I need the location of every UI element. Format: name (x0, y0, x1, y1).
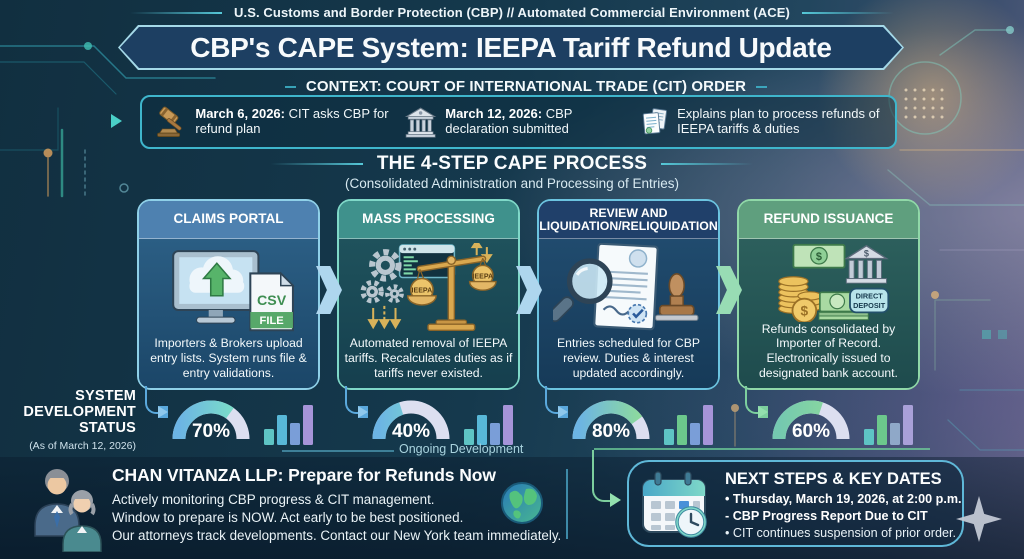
next-steps-line-2: - CBP Progress Report Due to CIT (725, 509, 928, 523)
context-item-text: Explains plan to process refunds of IEEP… (677, 106, 880, 136)
sparkle-icon (956, 496, 1002, 542)
connector-arrowhead (358, 406, 368, 418)
firm-line-1: Actively monitoring CBP progress & CIT m… (112, 492, 435, 507)
connector-arrowhead (158, 406, 168, 418)
svg-text:IEEPA: IEEPA (472, 273, 493, 281)
firm-heading: CHAN VITANZA LLP: Prepare for Refunds No… (112, 465, 496, 485)
step-card-refund-issuance: REFUND ISSUANCE $ $ (737, 199, 920, 390)
svg-text:70%: 70% (192, 421, 230, 442)
connector-elbow (345, 386, 361, 414)
divider-line (130, 11, 223, 14)
page-title: CBP's CAPE System: IEEPA Tariff Refund U… (190, 31, 832, 63)
documents-icon (642, 108, 667, 135)
svg-text:CSV: CSV (257, 293, 287, 309)
calendar-clock-icon (642, 471, 707, 538)
next-steps-box: NEXT STEPS & KEY DATES • Thursday, March… (627, 460, 964, 547)
courthouse-icon (404, 107, 437, 138)
firm-line-2: Window to prepare is NOW. Act early to b… (112, 510, 464, 525)
divider-line (801, 11, 894, 14)
svg-text:60%: 60% (792, 421, 830, 442)
connector-arrowhead-green (610, 493, 621, 507)
bar-chart-icon (664, 405, 713, 445)
system-development-status: SYSTEM DEVELOPMENT STATUS (As of March 1… (12, 388, 136, 452)
vertical-divider (566, 469, 568, 539)
claims-portal-icon: CSV FILE (171, 250, 295, 332)
svg-text:IEEPA: IEEPA (411, 287, 432, 295)
mass-processing-icon: IEEPA IEEPA (359, 243, 497, 331)
step-header: CLAIMS PORTAL (139, 201, 318, 239)
attorneys-icon (34, 469, 102, 552)
step-header: MASS PROCESSING (339, 201, 518, 239)
step-description: Entries scheduled for CBP review. Duties… (557, 336, 700, 381)
process-subtitle: (Consolidated Administration and Process… (345, 176, 679, 191)
next-steps-line-1: • Thursday, March 19, 2026, at 2:00 p.m. (725, 492, 962, 506)
progress-gauge-mass-processing: 40% (372, 400, 450, 442)
divider-line (756, 85, 767, 88)
step-title: REFUND ISSUANCE (763, 211, 894, 227)
review-liquidation-icon (552, 243, 699, 331)
connector-line (282, 450, 394, 452)
bar-chart-icon (464, 405, 513, 445)
connector-arrowhead (558, 406, 568, 418)
svg-text:DIRECT: DIRECT (855, 292, 883, 301)
gavel-icon (157, 106, 182, 137)
divider-line (661, 163, 754, 165)
bar-chart-icon (264, 405, 313, 445)
step-card-review-liquidation: REVIEW AND LIQUIDATION/RELIQUIDATION (537, 199, 720, 390)
connector-elbow (145, 386, 161, 414)
progress-gauge-review: 80% (572, 400, 650, 442)
context-title: CONTEXT: COURT OF INTERNATIONAL TRADE (C… (305, 78, 747, 95)
header-kicker: U.S. Customs and Border Protection (CBP)… (0, 5, 1024, 20)
step-header: REVIEW AND LIQUIDATION/RELIQUIDATION (539, 201, 718, 239)
context-box: March 6, 2026: CIT asks CBP for refund p… (140, 95, 897, 149)
svg-text:$: $ (815, 251, 821, 263)
context-entry-arrow (111, 114, 122, 128)
step-header: REFUND ISSUANCE (739, 201, 918, 239)
context-item-text: March 12, 2026: CBP declaration submitte… (445, 106, 573, 136)
process-title-row: THE 4-STEP CAPE PROCESS (0, 153, 1024, 175)
firm-line-3: Our attorneys track developments. Contac… (112, 528, 562, 543)
svg-text:$: $ (800, 304, 808, 319)
refund-issuance-icon: $ $ $ (777, 243, 889, 322)
connector-arrowhead (758, 406, 768, 418)
step-card-claims-portal: CLAIMS PORTAL CSV FILE (137, 199, 320, 390)
kicker-text: U.S. Customs and Border Protection (CBP)… (234, 5, 790, 20)
step-title: MASS PROCESSING (362, 211, 495, 227)
context-item-cit-order: March 6, 2026: CIT asks CBP for refund p… (154, 100, 394, 144)
svg-text:$: $ (863, 249, 868, 259)
next-steps-title: NEXT STEPS & KEY DATES (725, 470, 942, 488)
step-description: Importers & Brokers upload entry lists. … (150, 336, 307, 381)
ongoing-development-label: Ongoing Development (399, 442, 524, 456)
context-title-row: CONTEXT: COURT OF INTERNATIONAL TRADE (C… (140, 78, 897, 95)
step-title: CLAIMS PORTAL (173, 211, 284, 227)
svg-text:80%: 80% (592, 421, 630, 442)
step-description: Automated removal of IEEPA tariffs. Reca… (344, 336, 513, 381)
svg-text:FILE: FILE (259, 315, 283, 327)
process-title: THE 4-STEP CAPE PROCESS (376, 153, 648, 174)
connector-elbow (745, 386, 761, 414)
step-title: REVIEW AND LIQUIDATION/RELIQUIDATION (539, 205, 718, 233)
divider-line (285, 85, 296, 88)
progress-gauge-claims-portal: 70% (172, 400, 250, 442)
svg-text:40%: 40% (392, 421, 430, 442)
progress-gauge-refund: 60% (772, 400, 850, 442)
svg-text:DEPOSIT: DEPOSIT (853, 301, 886, 310)
step-description: Refunds consolidated by Importer of Reco… (759, 321, 898, 381)
divider-line (270, 163, 363, 165)
step-card-mass-processing: MASS PROCESSING (337, 199, 520, 390)
next-steps-line-3: • CIT continues suspension of prior orde… (725, 526, 956, 540)
context-item-plan: Explains plan to process refunds of IEEP… (639, 100, 883, 144)
context-item-text: March 6, 2026: CIT asks CBP for refund p… (195, 106, 389, 136)
status-as-of: (As of March 12, 2026) (29, 439, 136, 452)
bar-chart-icon (864, 405, 913, 445)
globe-icon (501, 482, 543, 524)
context-item-declaration: March 12, 2026: CBP declaration submitte… (404, 100, 629, 144)
title-banner: CBP's CAPE System: IEEPA Tariff Refund U… (118, 25, 904, 70)
connector-elbow-green (592, 450, 610, 502)
connector-line-green (594, 448, 930, 450)
connector-elbow (545, 386, 561, 414)
